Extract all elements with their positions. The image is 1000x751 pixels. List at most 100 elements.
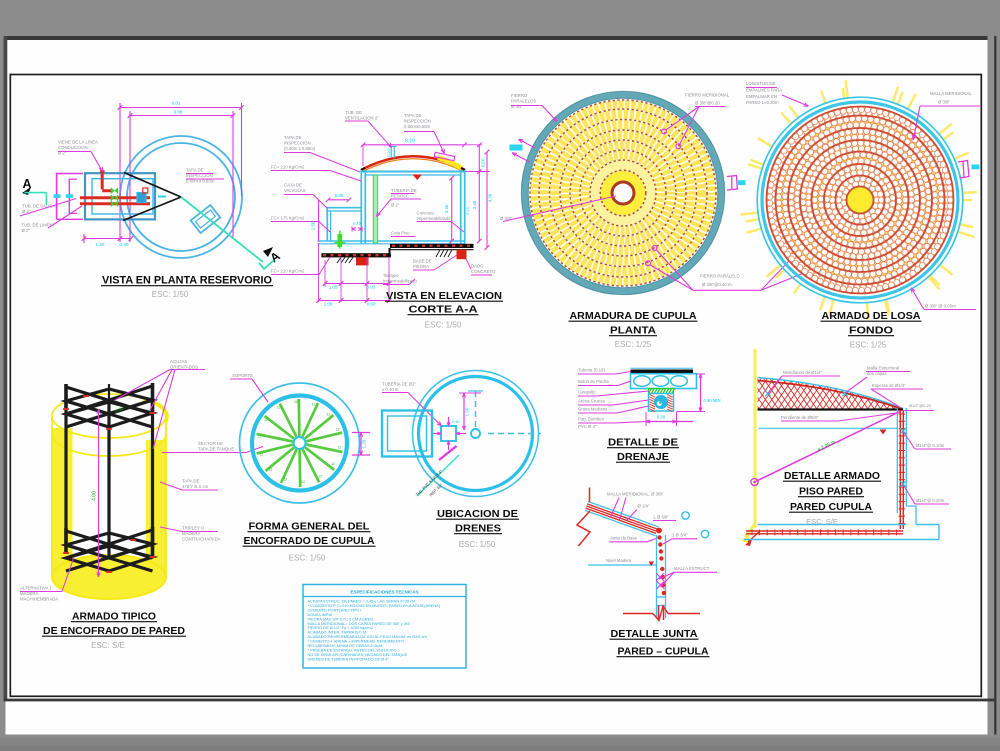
svg-text:3.45: 3.45 xyxy=(444,204,449,213)
svg-text:TUB. DE: TUB. DE xyxy=(345,110,362,115)
svg-text:6.01: 6.01 xyxy=(172,101,181,106)
svg-text:Tarrajeo: Tarrajeo xyxy=(383,273,399,278)
svg-text:Junta de Base: Junta de Base xyxy=(610,536,638,541)
svg-text:Ø 3/8"@0.40 m.: Ø 3/8"@0.40 m. xyxy=(702,282,733,287)
svg-text:ARMADO DE LOSA: ARMADO DE LOSA xyxy=(822,310,921,322)
svg-text:4×8 Y B.S cm: 4×8 Y B.S cm xyxy=(182,484,209,489)
svg-text:TUBERIA DE: TUBERIA DE xyxy=(391,188,417,193)
svg-text:TUB. DE LIMPIA: TUB. DE LIMPIA xyxy=(22,223,54,228)
svg-text:12: 12 xyxy=(284,478,288,482)
svg-text:0.30: 0.30 xyxy=(657,415,666,420)
svg-text:EMPALMAR EN: EMPALMAR EN xyxy=(746,94,777,99)
svg-text:DRENES DE TUBERIA PERFORADO DE: DRENES DE TUBERIA PERFORADO DE Ø 4" xyxy=(308,656,390,661)
svg-text:MADERA: MADERA xyxy=(182,531,201,536)
svg-text:ESC: S/E: ESC: S/E xyxy=(91,641,125,650)
svg-text:PIEDRA MAX 3/4" E=C 2 CM AGRE: PIEDRA MAX 3/4" E=C 2 CM AGREG. xyxy=(308,616,375,621)
svg-text:Ø 2": Ø 2" xyxy=(391,203,400,208)
svg-text:REBOSE: REBOSE xyxy=(391,194,409,199)
svg-text:FC= 210 Kg/Cm2: FC= 210 Kg/Cm2 xyxy=(271,269,305,274)
svg-text:AGUJAS: AGUJAS xyxy=(170,359,187,364)
svg-text:ENCOFRADO DE CUPULA: ENCOFRADO DE CUPULA xyxy=(244,535,375,547)
svg-text:MACHIHEMBRADA: MACHIHEMBRADA xyxy=(20,597,58,602)
svg-text:Ø 1/4": Ø 1/4" xyxy=(638,504,651,509)
svg-text:VENTILACION 2": VENTILACION 2" xyxy=(345,116,379,121)
svg-text:0.60: 0.60 xyxy=(367,302,376,307)
svg-text:NO SE DEBE APLICAR/HACER VACIA: NO SE DEBE APLICAR/HACER VACIADO DEL TAN… xyxy=(308,652,408,657)
svg-text:12: 12 xyxy=(269,468,273,472)
svg-text:PARED CUPULA: PARED CUPULA xyxy=(790,501,872,513)
svg-text:12: 12 xyxy=(294,400,298,404)
svg-text:0.60: 0.60 xyxy=(114,405,125,414)
svg-text:Ø 3/8": Ø 3/8" xyxy=(500,216,513,221)
svg-text:0.60m x 0.60m: 0.60m x 0.60m xyxy=(186,179,215,184)
svg-text:DE ENCOFRADO DE PARED: DE ENCOFRADO DE PARED xyxy=(43,625,185,637)
svg-text:* CEMENTO + ARENA + IMPERMEAB.: * CEMENTO + ARENA + IMPERMEAB. RENDIMIEN… xyxy=(308,639,405,644)
svg-text:L Ø 5/8": L Ø 5/8" xyxy=(654,515,670,520)
svg-text:DADO: DADO xyxy=(471,264,484,269)
svg-text:FIERRO DE Ø 1/2" Fy = 4200 k: FIERRO DE Ø 1/2" Fy = 4200 kg/cm2 xyxy=(308,625,373,630)
svg-text:1.50: 1.50 xyxy=(465,407,470,416)
svg-text:PARED L=0.30m: PARED L=0.30m xyxy=(746,100,779,105)
svg-text:DETALLE ARMADO: DETALLE ARMADO xyxy=(784,470,880,482)
svg-text:VALVULAS: VALVULAS xyxy=(284,188,306,193)
svg-text:ARMADURA DE CUPULA: ARMADURA DE CUPULA xyxy=(570,310,697,322)
svg-text:0.50: 0.50 xyxy=(481,158,486,167)
svg-text:Cota Piso: Cota Piso xyxy=(391,231,410,236)
svg-text:ESC: 1/50: ESC: 1/50 xyxy=(152,290,189,299)
svg-text:1.05: 1.05 xyxy=(329,285,338,290)
svg-text:FONDO: FONDO xyxy=(849,325,893,337)
svg-text:12: 12 xyxy=(260,452,264,456)
svg-text:Concreto: Concreto xyxy=(417,211,435,216)
svg-text:CORTE A-A: CORTE A-A xyxy=(409,304,478,316)
svg-text:MALLA MERIDIONAL: MALLA MERIDIONAL xyxy=(930,91,972,96)
svg-text:CONCRETO: CONCRETO xyxy=(471,269,496,274)
svg-text:Ø 3/8": Ø 3/8" xyxy=(938,100,951,105)
svg-text:12: 12 xyxy=(327,412,331,416)
svg-text:Esperas de Ø1/4": Esperas de Ø1/4" xyxy=(872,383,906,388)
svg-text:Pendiente de Ø5/8": Pendiente de Ø5/8" xyxy=(781,415,819,420)
svg-text:12: 12 xyxy=(337,445,341,449)
svg-text:0.60mx0.60m: 0.60mx0.60m xyxy=(404,124,430,129)
svg-text:Grava Mediana: Grava Mediana xyxy=(578,407,608,412)
svg-text:3.88: 3.88 xyxy=(174,110,183,115)
svg-text:CAJA DE: CAJA DE xyxy=(284,183,302,188)
svg-text:(0.60m x 0.60m): (0.60m x 0.60m) xyxy=(284,146,316,151)
svg-text:EMPALMES PARA: EMPALMES PARA xyxy=(746,87,782,92)
svg-text:TAPA DE: TAPA DE xyxy=(404,113,422,118)
svg-text:12: 12 xyxy=(318,474,322,478)
svg-text:Ø1/4"@ 0.10m: Ø1/4"@ 0.10m xyxy=(916,443,945,448)
svg-text:1.50: 1.50 xyxy=(311,221,316,230)
svg-text:Ø 3/4": Ø 3/4" xyxy=(511,104,524,109)
svg-text:1.20: 1.20 xyxy=(96,242,105,247)
svg-text:ESPECIFICACIONES TECNICAS: ESPECIFICACIONES TECNICAS xyxy=(351,590,419,595)
svg-text:ESC: 1/50: ESC: 1/50 xyxy=(289,554,326,563)
svg-text:Nivel Madera: Nivel Madera xyxy=(606,558,632,563)
svg-text:FIERRO: FIERRO xyxy=(511,93,528,98)
svg-text:Tuberia (0.10): Tuberia (0.10) xyxy=(578,368,605,373)
svg-text:12: 12 xyxy=(331,462,335,466)
svg-text:DETALLE JUNTA: DETALLE JUNTA xyxy=(611,628,698,640)
svg-text:Ø 3/8"@0.20: Ø 3/8"@0.20 xyxy=(695,101,720,106)
svg-text:SOPORTE: SOPORTE xyxy=(232,373,253,378)
svg-text:1.20: 1.20 xyxy=(362,439,367,448)
svg-text:ACABADO P/IMPERMEABILIZACION A: ACABADO P/IMPERMEABILIZACION AL PESO MAX… xyxy=(308,634,427,639)
svg-text:Ø 2": Ø 2" xyxy=(58,151,67,156)
svg-text:12: 12 xyxy=(258,435,262,439)
svg-text:TAPA DE: TAPA DE xyxy=(182,479,200,484)
svg-text:ARMADO TIPICO: ARMADO TIPICO xyxy=(72,611,156,623)
svg-text:CONTRACHAPADA: CONTRACHAPADA xyxy=(182,537,221,542)
svg-text:FC= 210 Kg/Cm2: FC= 210 Kg/Cm2 xyxy=(271,165,305,170)
svg-text:PLANTA: PLANTA xyxy=(610,325,656,337)
svg-text:1.05: 1.05 xyxy=(324,302,333,307)
svg-text:AGUA LIMPIA: AGUA LIMPIA xyxy=(308,612,333,617)
svg-text:Malla Estructural: Malla Estructural xyxy=(867,366,899,371)
svg-text:DETALLE DE: DETALLE DE xyxy=(608,437,678,449)
svg-text:PISO PARED: PISO PARED xyxy=(799,486,863,498)
svg-text:INSPECCION: INSPECCION xyxy=(186,173,213,178)
svg-text:4.00: 4.00 xyxy=(92,491,98,501)
svg-text:CONDUCCION: CONDUCCION xyxy=(58,145,88,150)
svg-text:FC= 175 Kg/Cm2: FC= 175 Kg/Cm2 xyxy=(271,216,305,221)
svg-text:ESC: 1/50: ESC: 1/50 xyxy=(425,321,462,330)
svg-text:Arena Gruesa: Arena Gruesa xyxy=(578,399,605,404)
svg-text:ESC: 1/50: ESC: 1/50 xyxy=(459,540,496,549)
